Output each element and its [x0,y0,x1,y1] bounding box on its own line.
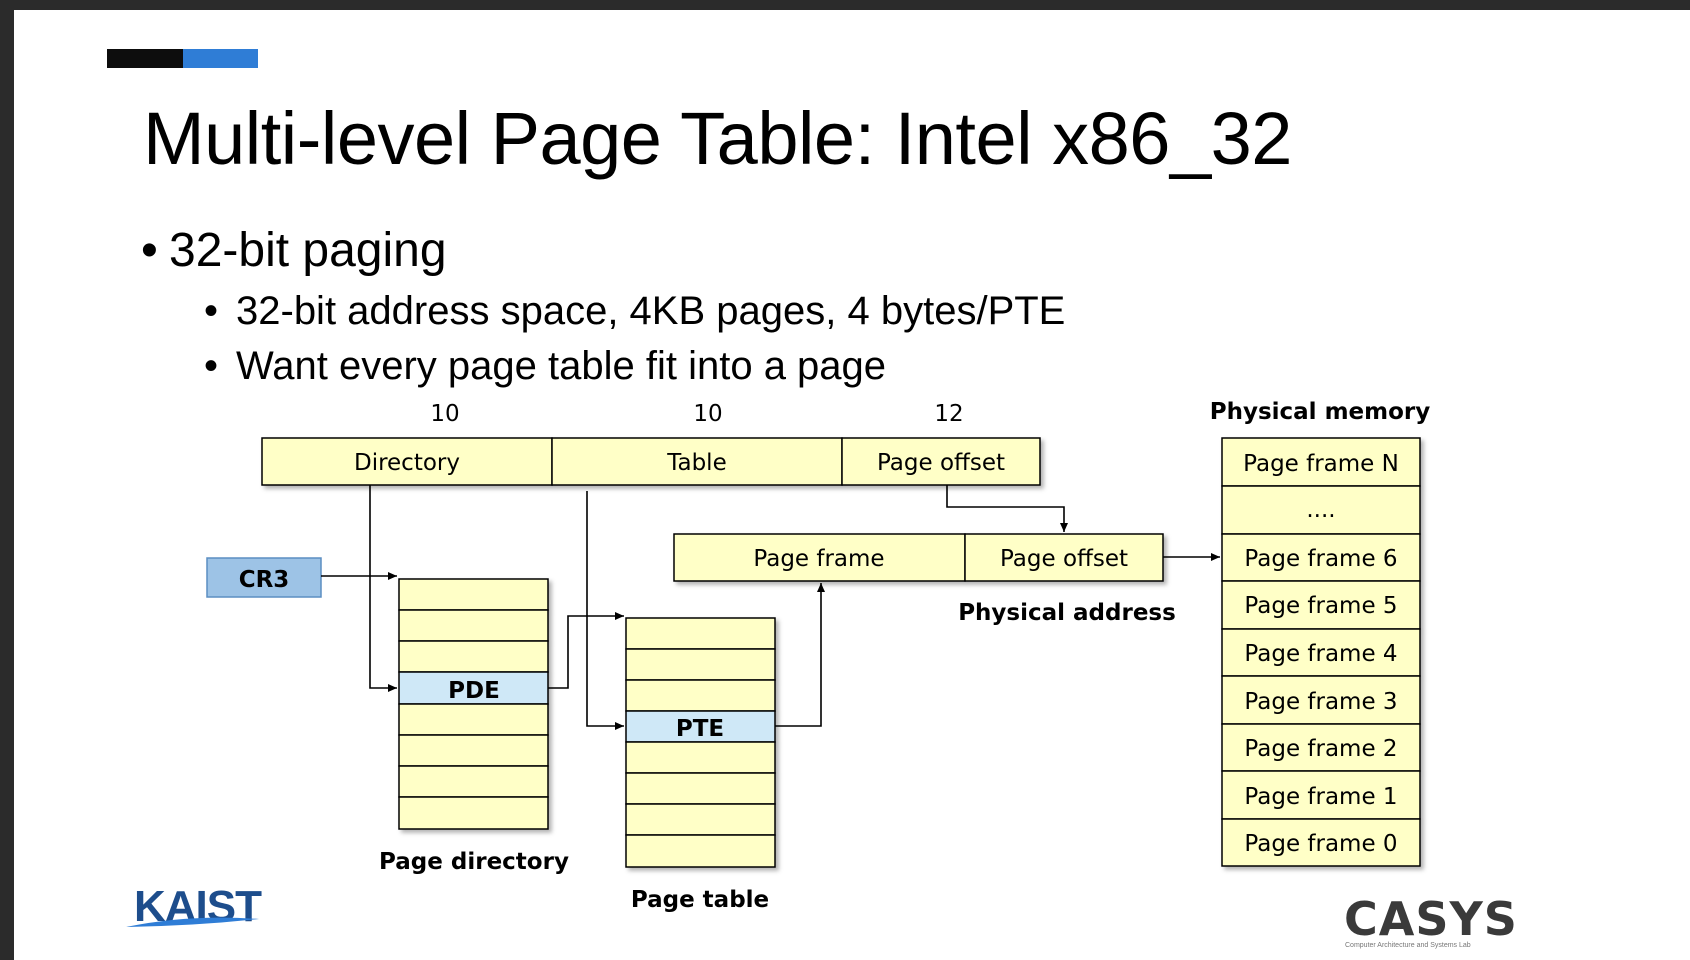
physical-address-label: Physical address [958,600,1176,626]
cr3-register [206,557,322,598]
cr3-label: CR3 [239,567,290,593]
accent-bar-blue [183,49,258,68]
paddr-page-frame: Page frame [753,546,884,572]
bits-offset: 12 [934,401,963,427]
memory-frame-n: Page frame N [1243,451,1399,477]
subbullet-1: •32-bit address space, 4KB pages, 4 byte… [204,289,1066,333]
vaddr-directory: Directory [354,450,460,476]
arrow-offset-copy [946,485,1068,532]
memory-frame-2: Page frame 2 [1244,736,1397,762]
slide: Multi-level Page Table: Intel x86_32 •32… [14,10,1690,960]
physical-address [673,533,1164,582]
memory-frame-ellipsis: .... [1306,497,1335,523]
paddr-page-offset: Page offset [1000,546,1128,572]
pde-label: PDE [448,678,500,704]
kaist-logo: KAIST [134,882,262,931]
bits-table: 10 [693,401,722,427]
memory-frame-0: Page frame 0 [1244,831,1397,857]
casys-subtitle: Computer Architecture and Systems Lab [1345,942,1471,949]
page-table-diagram: 10 10 12 Directory Table Page offset CR3… [206,399,1431,913]
vaddr-page-offset: Page offset [877,450,1005,476]
memory-frame-6: Page frame 6 [1244,546,1397,572]
page-directory-label: Page directory [379,849,569,875]
memory-frame-5: Page frame 5 [1244,593,1397,619]
accent-bar-black [107,49,183,68]
subbullet-2: •Want every page table fit into a page [204,344,887,388]
physical-memory [1221,437,1421,867]
virtual-address [261,437,1041,486]
arrow-pde-to-table [548,612,624,689]
physical-memory-label: Physical memory [1210,399,1431,425]
memory-frame-4: Page frame 4 [1244,641,1397,667]
arrow-table-index [586,491,624,730]
bits-directory: 10 [430,401,459,427]
page-table [625,617,776,868]
bullet-main: •32-bit paging [141,224,447,277]
slide-title: Multi-level Page Table: Intel x86_32 [143,97,1292,180]
page-table-label: Page table [631,887,769,913]
page-directory [398,578,549,830]
memory-frame-1: Page frame 1 [1244,784,1397,810]
casys-logo: CASYS [1344,892,1518,946]
arrow-pte-to-frame [775,583,825,727]
pte-label: PTE [676,716,724,742]
memory-frame-3: Page frame 3 [1244,689,1397,715]
vaddr-table: Table [666,450,726,476]
arrow-directory-index [369,485,397,692]
